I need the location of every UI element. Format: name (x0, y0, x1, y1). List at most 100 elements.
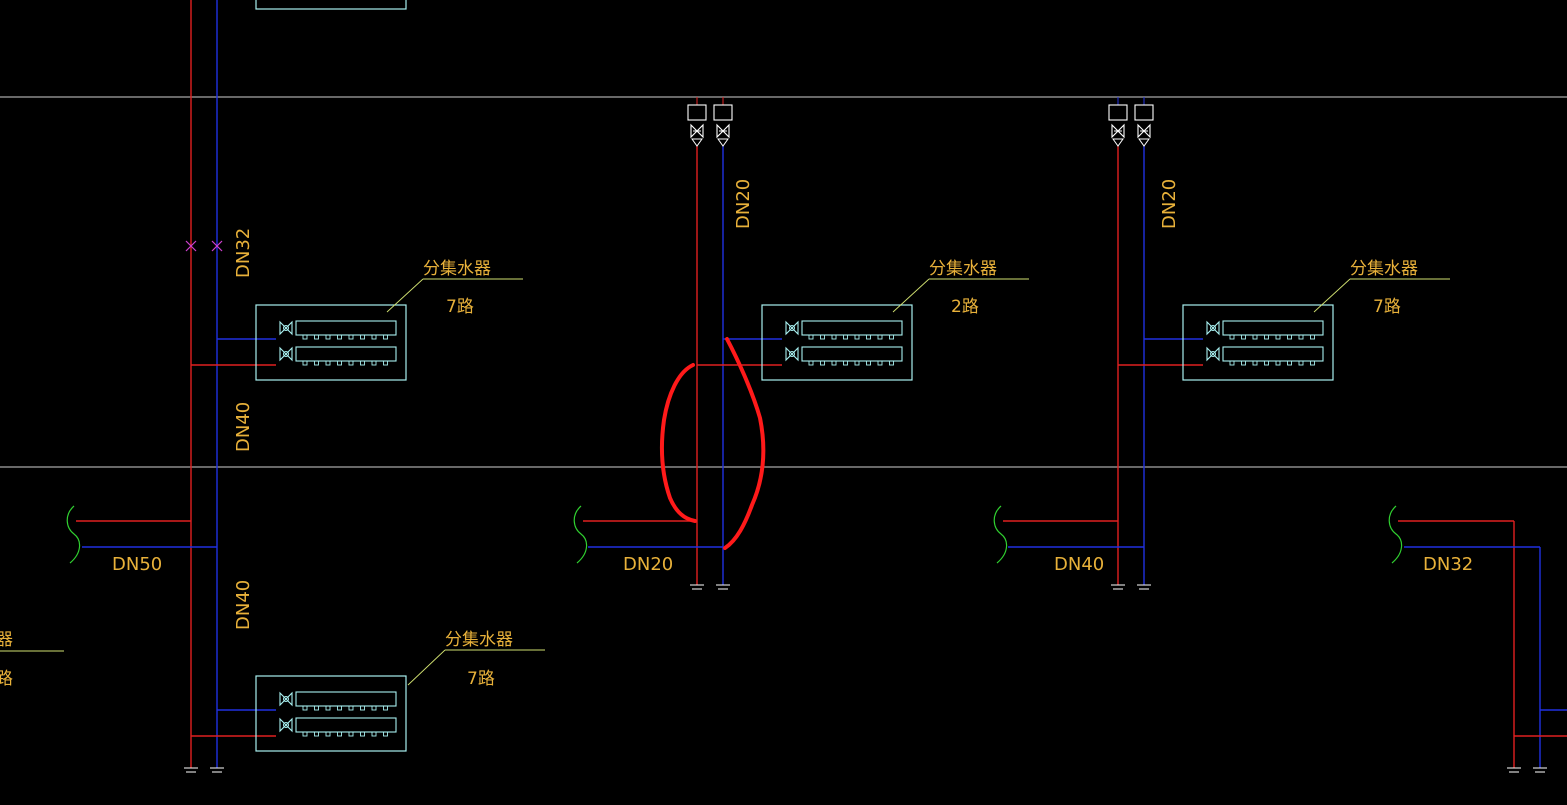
manifold-header-bar (295, 717, 397, 733)
manifold-port (820, 334, 825, 340)
manifold-box (255, 304, 407, 381)
risers (190, 0, 1541, 768)
manifold-port (348, 731, 354, 737)
manifold-header-bar (1222, 346, 1324, 362)
manifold-annotation-4: 分集水器 7路 (445, 630, 513, 689)
manifold-port (314, 360, 319, 366)
check-valve-icon (1138, 138, 1150, 147)
pipe-end-icon (1507, 767, 1521, 773)
manifold-port (1241, 360, 1246, 366)
manifold-header-bar (1222, 320, 1324, 336)
riser-label-dn40-lower: DN40 (233, 580, 254, 630)
break-marks (66, 505, 1403, 564)
main-label-dn32: DN32 (1423, 554, 1473, 575)
manifold-port (1298, 360, 1304, 366)
manifold-port (348, 334, 354, 340)
manifold-port (1252, 360, 1258, 366)
manifold-port (1287, 334, 1292, 340)
manifold-valve-icon (283, 696, 289, 702)
break-mark-icon (1388, 505, 1403, 564)
manifold-port (337, 705, 342, 711)
manifold-port (383, 360, 388, 366)
manifold-valve-icon (279, 346, 293, 362)
manifold-port (866, 334, 871, 340)
break-mark-icon (993, 505, 1008, 564)
manifold-port (1275, 334, 1281, 340)
manifold-port (302, 360, 308, 366)
manifold-count: 7路 (1373, 297, 1401, 317)
manifold-port (843, 334, 848, 340)
leader-line (1313, 278, 1351, 313)
riser-label-dn20-b: DN20 (1159, 179, 1180, 229)
manifold-valve-icon (785, 320, 799, 336)
manifold-port (383, 705, 388, 711)
manifold-count: 路 (0, 669, 13, 689)
manifold-port (854, 360, 860, 366)
manifold-port (831, 334, 837, 340)
manifold-valve-icon (785, 346, 799, 362)
manifold-port (337, 334, 342, 340)
manifold-port (877, 360, 883, 366)
manifold-port (1275, 360, 1281, 366)
manifold-port (302, 731, 308, 737)
gate-valve-icon (1137, 123, 1151, 139)
manifold-port (325, 334, 331, 340)
manifold-port (302, 334, 308, 340)
leader-line (892, 278, 930, 313)
manifold-annotation-2: 分集水器 2路 (929, 259, 997, 317)
manifold-port (1287, 360, 1292, 366)
manifold-port (314, 705, 319, 711)
manifold-port (1241, 334, 1246, 340)
valve-actuator-icon (1134, 104, 1154, 121)
gate-valve-icon (690, 123, 704, 139)
x-stroke (211, 240, 223, 252)
pipe-end-icon (1533, 767, 1547, 773)
manifolds (0, 0, 1450, 752)
manifold-port (371, 334, 377, 340)
manifold-port (348, 360, 354, 366)
manifold-title: 分集水器 (929, 259, 997, 279)
manifold-leader (892, 278, 1029, 313)
manifold-port (383, 334, 388, 340)
manifold-header-bar (295, 346, 397, 362)
manifold-title: 分集水器 (423, 259, 491, 279)
manifold-port (360, 360, 365, 366)
manifold-header-bar (295, 691, 397, 707)
riser-valve (713, 97, 733, 147)
riser-valve (1134, 97, 1154, 147)
manifold-title: 分集水器 (1350, 259, 1418, 279)
manifold-port (889, 334, 894, 340)
break-mark-icon (66, 505, 81, 564)
manifold-valve-icon (283, 351, 289, 357)
manifold-port (854, 334, 860, 340)
pipe-end-icon (1111, 584, 1125, 590)
manifold-port (866, 360, 871, 366)
floor-lines (0, 96, 1567, 468)
manifold-port (360, 705, 365, 711)
manifold-valve-icon (1206, 320, 1220, 336)
manifold-port (1310, 360, 1315, 366)
riser-valve (687, 97, 707, 147)
manifold-port (371, 731, 377, 737)
manifold-port (314, 334, 319, 340)
check-valve-icon (1112, 138, 1124, 147)
valve-actuator-icon (1108, 104, 1128, 121)
manifold-port (1310, 334, 1315, 340)
manifold-port (1298, 334, 1304, 340)
manifold-port (371, 705, 377, 711)
manifold-annotation-3: 分集水器 7路 (1350, 259, 1418, 317)
manifold-valve-icon (1206, 346, 1220, 362)
pipe-end-icon (690, 584, 704, 590)
manifold-port (371, 360, 377, 366)
main-label-dn40: DN40 (1054, 554, 1104, 575)
manifold-port (337, 360, 342, 366)
manifold-header-bar (801, 346, 903, 362)
manifold-valve-icon (1210, 325, 1216, 331)
valve-x-mark-icon (185, 240, 197, 252)
riser-label-dn32: DN32 (233, 228, 254, 278)
manifold-title: 器 (0, 630, 13, 650)
leader-line (407, 649, 446, 686)
manifold-annotation-1: 分集水器 7路 (423, 259, 491, 317)
manifold-box (255, 675, 407, 752)
